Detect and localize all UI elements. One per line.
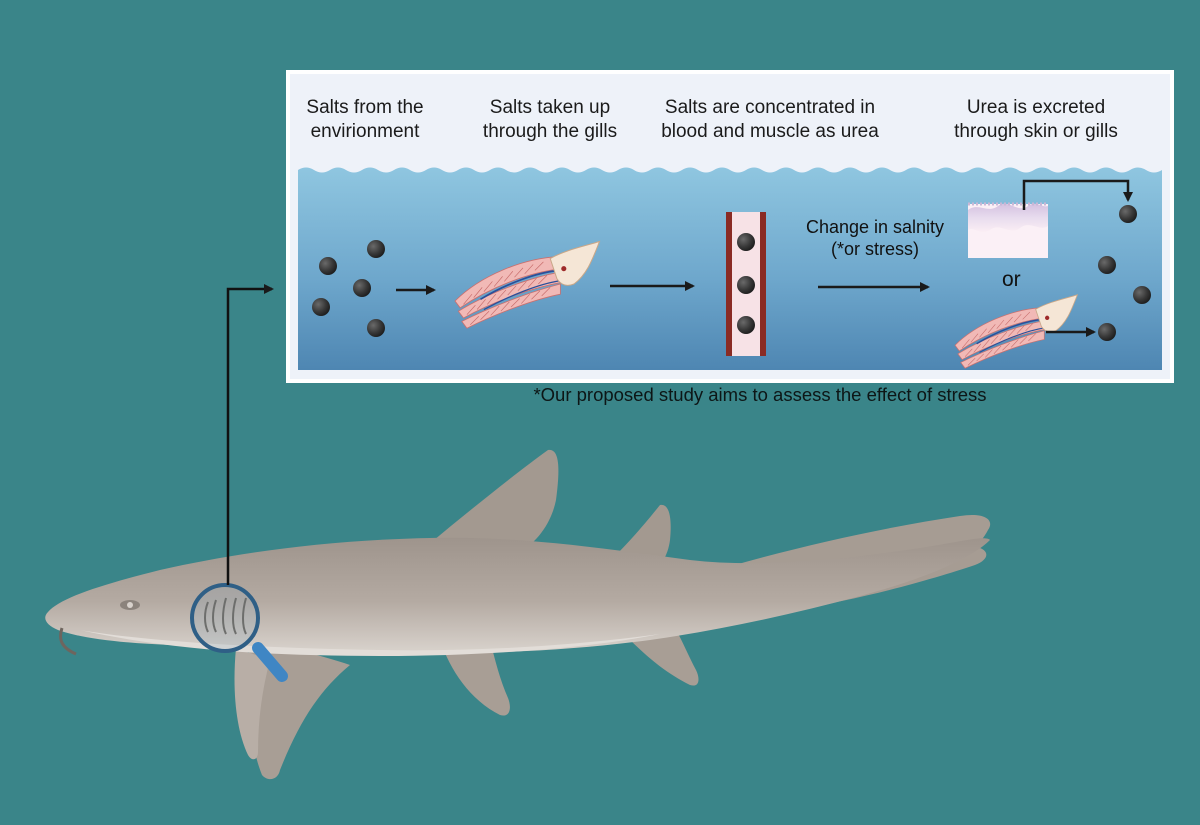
urea-particle bbox=[1133, 286, 1151, 304]
salt-particle bbox=[319, 257, 337, 275]
urea-particle bbox=[1098, 256, 1116, 274]
footnote: *Our proposed study aims to assess the e… bbox=[533, 384, 987, 405]
salt-particle bbox=[367, 319, 385, 337]
shark-illustration bbox=[45, 449, 991, 780]
first-dorsal-fin bbox=[428, 449, 559, 552]
salt-particle bbox=[312, 298, 330, 316]
urea-particle bbox=[737, 233, 755, 251]
trigger-label: Change in salnity (*or stress) bbox=[805, 217, 945, 259]
skin-icon bbox=[968, 202, 1048, 258]
gill-slits bbox=[204, 597, 247, 635]
urea-particle bbox=[1119, 205, 1137, 223]
excreted-urea bbox=[1098, 205, 1151, 341]
salt-particle bbox=[353, 279, 371, 297]
barbel bbox=[59, 627, 77, 656]
urea-particle bbox=[737, 316, 755, 334]
step-label-gill-uptake: Salts taken up through the gills bbox=[482, 97, 618, 142]
environment-salts bbox=[312, 240, 385, 337]
salt-particle bbox=[367, 240, 385, 258]
urea-particle bbox=[737, 276, 755, 294]
anal-fin bbox=[620, 630, 699, 686]
urea-particle bbox=[1098, 323, 1116, 341]
pelvic-fin bbox=[440, 640, 510, 716]
step-label-excretion: Urea is excreted through skin or gills bbox=[954, 97, 1118, 142]
shark-body bbox=[45, 537, 991, 654]
blood-vessel-icon bbox=[726, 212, 766, 356]
arrow-skin-excretion bbox=[1022, 179, 1133, 210]
step-label-blood-muscle: Salts are concentrated in blood and musc… bbox=[661, 97, 879, 142]
or-label: or bbox=[1002, 268, 1021, 291]
magnifier-icon bbox=[190, 583, 288, 682]
zoom-connector-arrow bbox=[226, 284, 274, 585]
step-label-environment: Salts from the envirionment bbox=[306, 97, 424, 142]
